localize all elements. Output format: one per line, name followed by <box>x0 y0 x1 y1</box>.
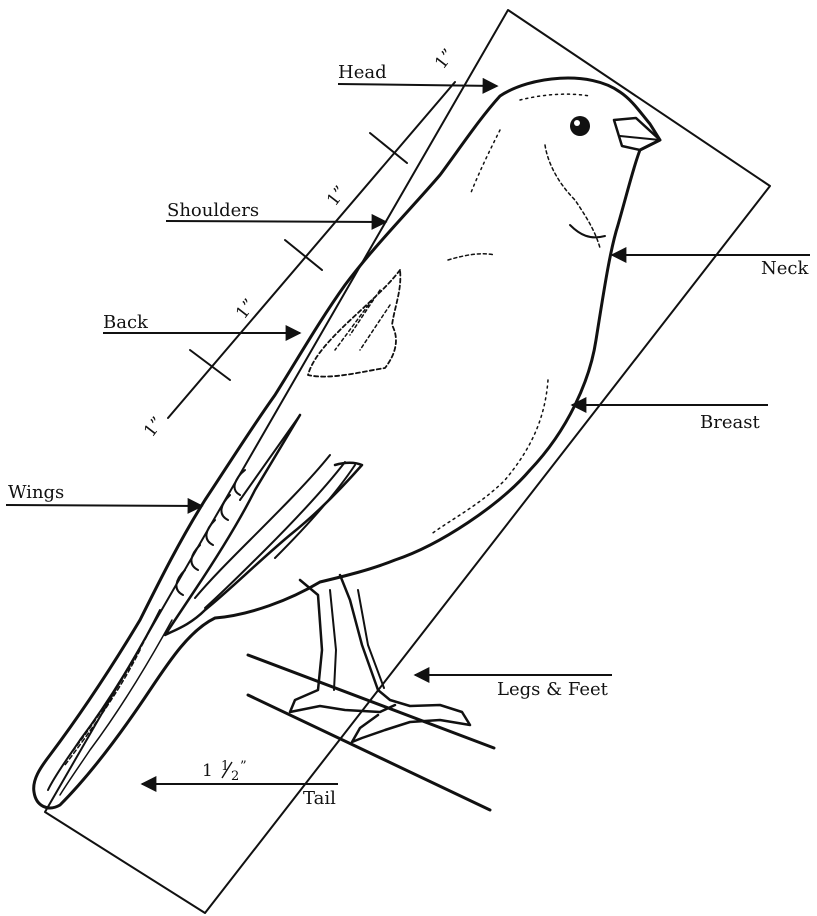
label-arrows <box>6 84 810 784</box>
perch <box>248 655 494 810</box>
scale-label-1: 1” <box>140 413 168 441</box>
scale-label-2: 1” <box>232 295 260 323</box>
bird-beak <box>614 118 660 150</box>
scale-label-4: 1” <box>431 45 459 73</box>
label-head: Head <box>338 62 387 83</box>
shoulders-arrow <box>166 221 386 222</box>
back-feather-patch <box>308 270 400 377</box>
measurement-scale: 1” 1” 1” 1” <box>140 45 459 441</box>
label-legs-feet: Legs & Feet <box>497 679 609 700</box>
scale-tick-1 <box>190 350 230 380</box>
tail-inch-mark: ” <box>240 759 247 774</box>
label-back: Back <box>103 312 149 333</box>
label-shoulders: Shoulders <box>167 200 259 221</box>
tail-fraction-denominator: 2 <box>231 769 239 784</box>
bird-wing <box>165 415 362 635</box>
bird-legs <box>290 575 470 742</box>
part-labels: Head Shoulders Back Wings Neck Breast Le… <box>8 62 809 809</box>
wings-arrow <box>6 505 202 506</box>
tail-measurement: 1 1 2 ” <box>202 759 247 784</box>
measurement-frame <box>45 10 770 913</box>
head-arrow <box>338 84 497 86</box>
label-neck: Neck <box>761 258 809 279</box>
label-tail: Tail <box>303 788 336 809</box>
label-wings: Wings <box>8 482 64 503</box>
scale-label-3: 1” <box>323 182 351 210</box>
tail-whole-number: 1 <box>202 761 213 781</box>
label-breast: Breast <box>700 412 760 433</box>
bird-eye <box>570 116 590 136</box>
